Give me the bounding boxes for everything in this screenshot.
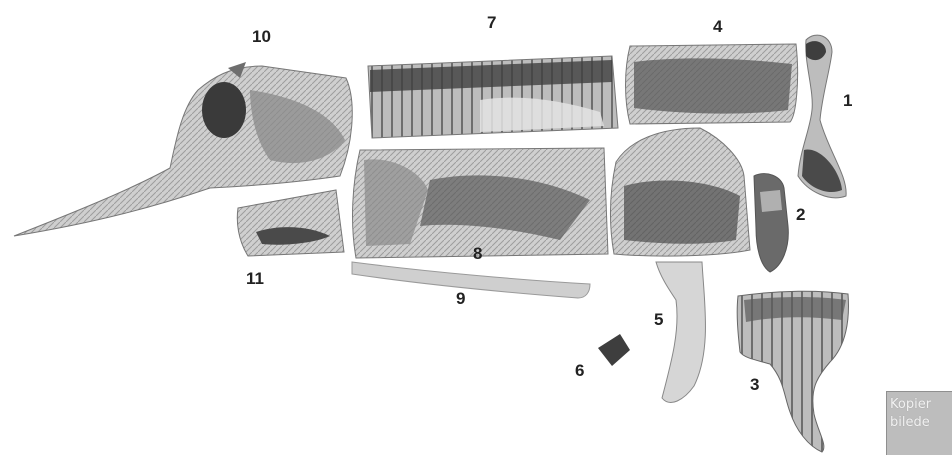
cut-4-shape xyxy=(626,44,798,124)
cut-label-2: 2 xyxy=(796,206,805,223)
cut-label-8: 8 xyxy=(473,245,482,262)
cut-9-shape xyxy=(352,262,590,298)
copy-image-badge[interactable]: Kopier bilede xyxy=(886,391,952,455)
cut-3-shape xyxy=(737,291,848,452)
cut-label-5: 5 xyxy=(654,311,663,328)
cut-label-4: 4 xyxy=(713,18,722,35)
cut-7-shape xyxy=(368,56,618,138)
cut-1-shape xyxy=(798,35,846,198)
cut-6-shape xyxy=(598,334,630,366)
copy-badge-line-1: Kopier xyxy=(890,396,952,414)
cut-5-shape xyxy=(610,128,750,402)
cut-8-shape xyxy=(353,148,608,258)
cut-label-7: 7 xyxy=(487,14,496,31)
copy-badge-line-2: bilede xyxy=(890,414,952,432)
cut-label-6: 6 xyxy=(575,362,584,379)
cut-label-9: 9 xyxy=(456,290,465,307)
cut-label-3: 3 xyxy=(750,376,759,393)
cut-label-10: 10 xyxy=(252,28,271,45)
cut-2-shape xyxy=(754,174,788,272)
cut-11-shape xyxy=(237,190,344,256)
cut-label-11: 11 xyxy=(246,270,264,287)
cut-label-1: 1 xyxy=(843,92,852,109)
